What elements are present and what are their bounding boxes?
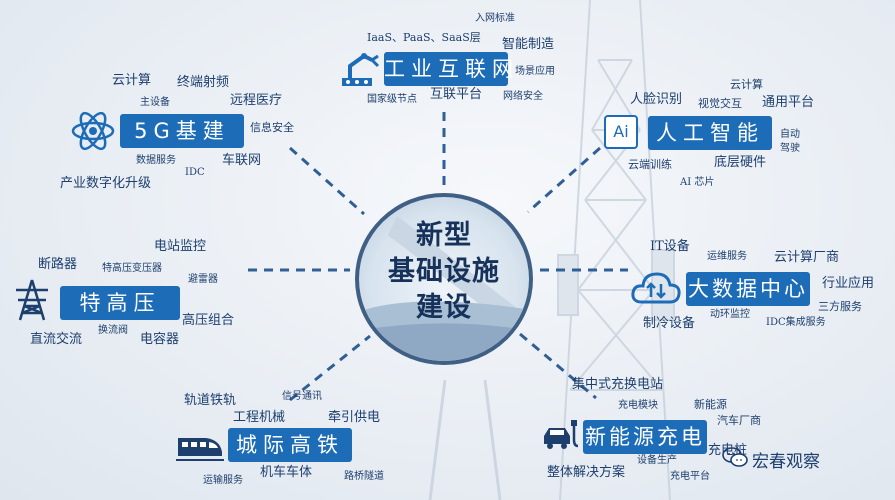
keyword: 行业应用 <box>822 276 875 291</box>
keyword: 信号通讯 <box>282 391 322 402</box>
keyword: 主设备 <box>140 97 170 108</box>
keyword: 工程机械 <box>233 410 286 425</box>
keyword: 云计算厂商 <box>774 250 840 265</box>
keyword: 轨道铁轨 <box>184 393 237 408</box>
keyword: 动环监控 <box>710 309 750 320</box>
keyword: IaaS、PaaS、SaaS层 <box>367 31 481 44</box>
keyword: 云端训练 <box>628 158 672 171</box>
keyword: 驾驶 <box>780 143 800 154</box>
keyword: 终端射频 <box>177 75 230 90</box>
center-title-line1: 新型 <box>416 220 472 251</box>
center-title-line2: 基础设施 <box>388 256 500 287</box>
keyword: 运输服务 <box>203 475 243 486</box>
keyword: 断路器 <box>38 257 78 272</box>
keyword: 新能源 <box>694 398 727 411</box>
robot-arm-icon <box>342 53 380 86</box>
keyword: 充电模块 <box>618 400 658 411</box>
keyword: 场景应用 <box>515 66 555 77</box>
ai-chip-icon: Ai <box>604 115 638 149</box>
keyword: IDC集成服务 <box>766 317 826 328</box>
keyword: 直流交流 <box>30 332 83 347</box>
keyword: 视觉交互 <box>698 97 742 110</box>
watermark-text: 宏春观察 <box>752 452 820 472</box>
keyword: 充电平台 <box>670 471 710 482</box>
keyword: 信息安全 <box>250 121 294 134</box>
charging-car-icon <box>544 420 579 449</box>
badge-5g: 5G基建 <box>120 114 244 148</box>
center-circle <box>355 193 533 365</box>
keyword: 换流阀 <box>98 325 128 336</box>
keyword: 机车车体 <box>260 465 313 480</box>
wechat-icon <box>722 447 748 467</box>
keyword: IT设备 <box>650 239 690 254</box>
keyword: 避雷器 <box>188 274 218 285</box>
keyword: IDC <box>185 167 205 178</box>
keyword: 运维服务 <box>707 251 747 262</box>
atom-icon <box>71 111 115 151</box>
train-icon <box>176 438 224 461</box>
keyword: 网络安全 <box>503 91 543 102</box>
center-title: 新型 基础设施 建设 <box>355 218 533 326</box>
keyword: 电容器 <box>140 332 180 347</box>
badge-new-energy-charging: 新能源充电 <box>583 420 707 454</box>
keyword: 数据服务 <box>136 155 176 166</box>
keyword: 互联平台 <box>430 87 483 102</box>
keyword: 三方服务 <box>818 300 862 313</box>
keyword: 入网标准 <box>475 13 515 24</box>
airplane-wing-image <box>359 216 529 361</box>
keyword: 自动 <box>780 129 800 140</box>
keyword: 设备生产 <box>637 455 677 466</box>
keyword: AI 芯片 <box>680 177 715 188</box>
keyword: 云计算 <box>730 78 763 91</box>
keyword: 人脸识别 <box>630 92 683 107</box>
keyword: 云计算 <box>112 73 152 88</box>
keyword: 路桥隧道 <box>344 471 384 482</box>
keyword: 车联网 <box>222 153 262 168</box>
keyword: 通用平台 <box>762 95 815 110</box>
badge-ai: 人工智能 <box>648 116 772 150</box>
keyword: 电站监控 <box>154 239 207 254</box>
center-title-line3: 建设 <box>416 292 472 323</box>
keyword: 智能制造 <box>502 37 555 52</box>
badge-uhv: 特高压 <box>60 286 180 320</box>
keyword: 国家级节点 <box>367 94 417 105</box>
cloud-data-icon <box>631 272 681 304</box>
keyword: 产业数字化升级 <box>60 176 152 191</box>
badge-intercity-rail: 城际高铁 <box>228 428 352 462</box>
keyword: 整体解决方案 <box>547 465 626 480</box>
keyword: 汽车厂商 <box>717 414 761 427</box>
keyword: 特高压变压器 <box>102 263 162 274</box>
keyword: 牵引供电 <box>328 410 381 425</box>
keyword: 远程医疗 <box>230 93 283 108</box>
keyword: 高压组合 <box>182 313 235 328</box>
keyword: 集中式充换电站 <box>572 377 664 392</box>
keyword: 制冷设备 <box>643 316 696 331</box>
badge-industrial-internet: 工业互联网 <box>384 52 513 86</box>
keyword: 底层硬件 <box>714 155 767 170</box>
power-tower-icon <box>16 279 48 321</box>
badge-big-data-center: 大数据中心 <box>686 272 810 306</box>
